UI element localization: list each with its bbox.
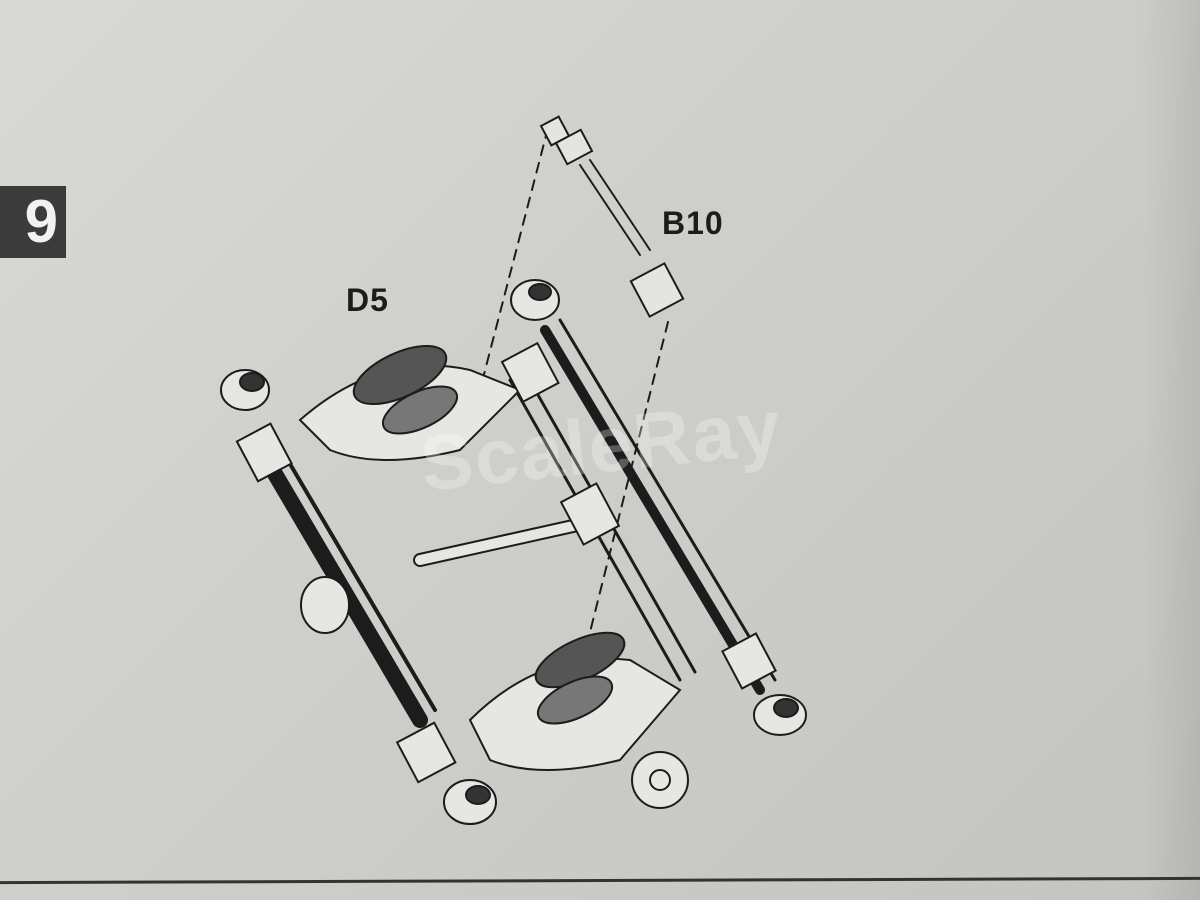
step-number-badge: 9 xyxy=(0,186,66,258)
hub-br xyxy=(753,694,807,736)
hub-tl xyxy=(220,369,270,411)
part-label-b10: B10 xyxy=(662,205,724,241)
part-label-d5: D5 xyxy=(346,282,389,318)
page-edge-shadow xyxy=(1140,0,1200,900)
guide-line-left xyxy=(481,127,549,383)
hub-tr xyxy=(510,279,560,321)
drive-shaft-b10 xyxy=(539,115,685,318)
axle-frame-d5 xyxy=(220,279,807,825)
guide-line-right xyxy=(587,321,669,641)
hub-bl xyxy=(443,779,497,825)
